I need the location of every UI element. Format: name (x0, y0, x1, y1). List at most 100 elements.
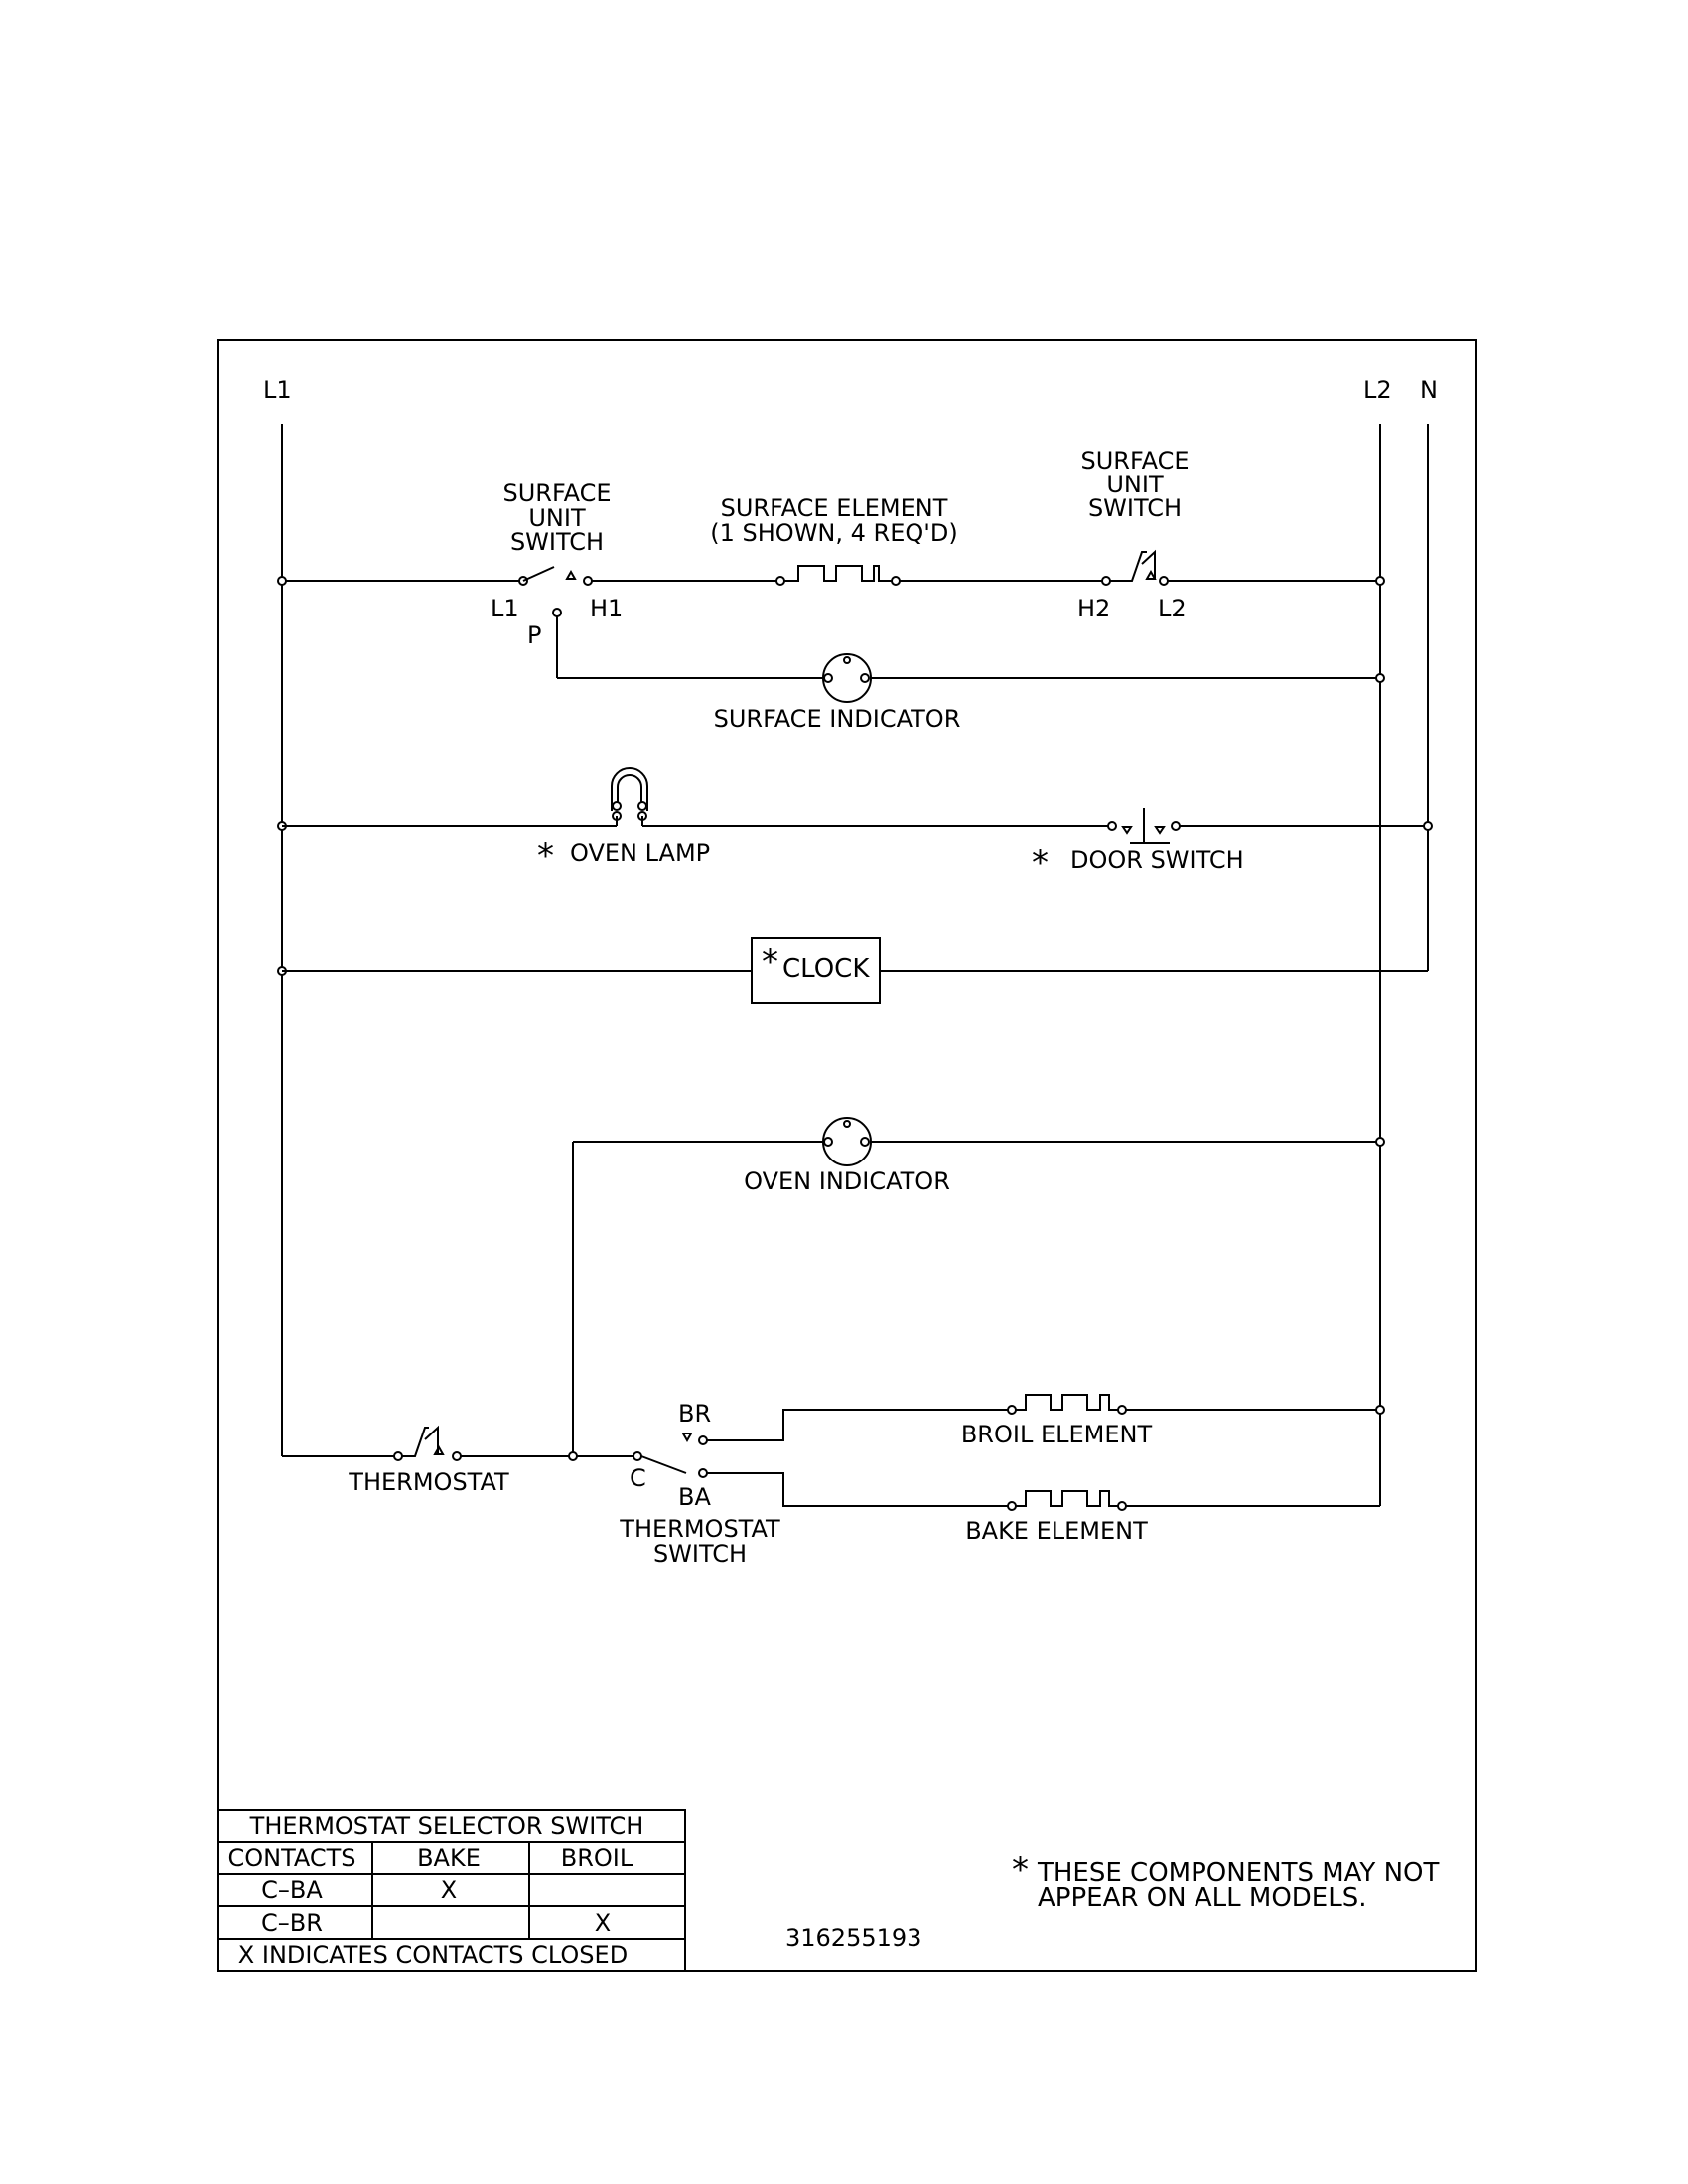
terminal-node-br (698, 1435, 708, 1445)
door-switch-label: DOOR SWITCH (1070, 846, 1244, 874)
indicator-pin (843, 1120, 851, 1128)
diagram-frame (217, 339, 1477, 1972)
clock-marker: * (762, 942, 778, 982)
surface-element-label-line2: (1 SHOWN, 4 REQ'D) (710, 519, 957, 547)
switch-blade (640, 1455, 687, 1474)
clock-label: CLOCK (782, 954, 870, 984)
thermostat-symbol (402, 1427, 429, 1457)
terminal-label-l2: L2 (1158, 595, 1187, 622)
thermal-switch-symbol (1110, 551, 1147, 582)
rail-label-n: N (1420, 376, 1438, 404)
left-switch-label-line2: UNIT (528, 504, 586, 532)
table-footer: X INDICATES CONTACTS CLOSED (238, 1941, 628, 1969)
wire (707, 1409, 1008, 1441)
part-number: 316255193 (785, 1924, 921, 1952)
bimetal-flag (424, 1425, 439, 1453)
contact-triangle (681, 1433, 693, 1443)
note-line-2: APPEAR ON ALL MODELS. (1038, 1883, 1367, 1913)
oven-lamp-bulb (611, 767, 648, 811)
terminal-node (1107, 821, 1117, 831)
junction-node (1423, 821, 1433, 831)
terminal-node (775, 576, 785, 586)
rail-label-l1: L1 (263, 376, 292, 404)
terminal-node (891, 576, 901, 586)
surface-element-symbol (784, 565, 892, 582)
terminal-label-c: C (630, 1464, 646, 1492)
thermostat-switch-label-line1: THERMOSTAT (619, 1515, 780, 1543)
terminal-node (393, 1451, 403, 1461)
terminal-label-ba: BA (678, 1483, 711, 1511)
table-border (217, 1809, 686, 1972)
terminal-label-br: BR (678, 1400, 711, 1428)
right-switch-label-line1: SURFACE (1081, 447, 1190, 475)
oven-indicator-circuit: OVEN INDICATOR (572, 1117, 1385, 1456)
bake-element-label: BAKE ELEMENT (965, 1517, 1148, 1545)
terminal-node-c (633, 1451, 642, 1461)
left-switch-label-line1: SURFACE (503, 479, 612, 507)
clock-circuit: * CLOCK (277, 937, 1428, 1004)
door-switch-marker: * (1032, 843, 1049, 883)
terminal-label-p: P (527, 621, 541, 649)
thermostat-switch-label-line2: SWITCH (653, 1540, 747, 1568)
terminal-node (1117, 1405, 1127, 1415)
oven-lamp-filament (617, 774, 642, 806)
right-switch-label-line2: UNIT (1106, 471, 1164, 498)
right-switch-label-line3: SWITCH (1088, 494, 1182, 522)
junction-node (1375, 1137, 1385, 1147)
terminal-node (583, 576, 593, 586)
table-header-broil: BROIL (561, 1844, 633, 1872)
terminal-node-ba (698, 1468, 708, 1478)
indicator-pin (860, 673, 870, 683)
junction-node (1375, 1405, 1385, 1415)
terminal-node (1007, 1405, 1017, 1415)
junction-node (277, 576, 287, 586)
terminal-node (1101, 576, 1111, 586)
junction-node (1375, 576, 1385, 586)
terminal-node-p (552, 608, 562, 617)
indicator-pin (843, 656, 851, 664)
bimetal-flag (1141, 549, 1156, 580)
oven-lamp-marker: * (537, 836, 554, 876)
table-header-contacts: CONTACTS (227, 1844, 355, 1872)
table-title: THERMOSTAT SELECTOR SWITCH (249, 1812, 644, 1840)
terminal-node (1007, 1501, 1017, 1511)
contact-triangle (1145, 569, 1157, 580)
table-cell: X (441, 1876, 457, 1904)
contact-triangle (433, 1444, 445, 1455)
wire (707, 1472, 1008, 1507)
terminal-node (1117, 1501, 1127, 1511)
oven-indicator-label: OVEN INDICATOR (744, 1167, 950, 1195)
surface-indicator-label: SURFACE INDICATOR (714, 705, 961, 733)
oven-heating-circuit: THERMOSTAT BR C BA THERMOSTAT SWITCH BRO… (282, 1394, 1385, 1568)
terminal-label-l1: L1 (491, 595, 519, 622)
thermostat-label: THERMOSTAT (348, 1468, 509, 1496)
surface-element-label-line1: SURFACE ELEMENT (721, 494, 948, 522)
contact-triangle (565, 569, 577, 580)
table-header-bake: BAKE (417, 1844, 481, 1872)
oven-lamp-label: OVEN LAMP (570, 839, 710, 867)
switch-blade (522, 566, 555, 582)
note-marker: * (1012, 1850, 1029, 1890)
note-line-1: THESE COMPONENTS MAY NOT (1037, 1858, 1439, 1888)
terminal-node (452, 1451, 462, 1461)
bake-element-symbol (1016, 1490, 1118, 1507)
indicator-pin (823, 673, 833, 683)
terminal-label-h2: H2 (1077, 595, 1110, 622)
surface-unit-circuit: SURFACE UNIT SWITCH L1 H1 P SURFACE ELEM… (277, 447, 1385, 733)
table-cell: C–BR (261, 1909, 323, 1937)
junction-node (1375, 673, 1385, 683)
left-switch-label-line3: SWITCH (510, 528, 604, 556)
thermostat-selector-table: THERMOSTAT SELECTOR SWITCH CONTACTS BAKE… (217, 1809, 686, 1972)
broil-element-symbol (1016, 1394, 1118, 1411)
indicator-pin (860, 1137, 870, 1147)
table-cell: C–BA (261, 1876, 323, 1904)
indicator-pin (823, 1137, 833, 1147)
lamp-pin (637, 801, 647, 811)
terminal-node (1159, 576, 1169, 586)
rail-label-l2: L2 (1363, 376, 1392, 404)
terminal-label-h1: H1 (590, 595, 623, 622)
lamp-pin (612, 801, 622, 811)
table-cell: X (595, 1909, 611, 1937)
broil-element-label: BROIL ELEMENT (961, 1421, 1153, 1448)
